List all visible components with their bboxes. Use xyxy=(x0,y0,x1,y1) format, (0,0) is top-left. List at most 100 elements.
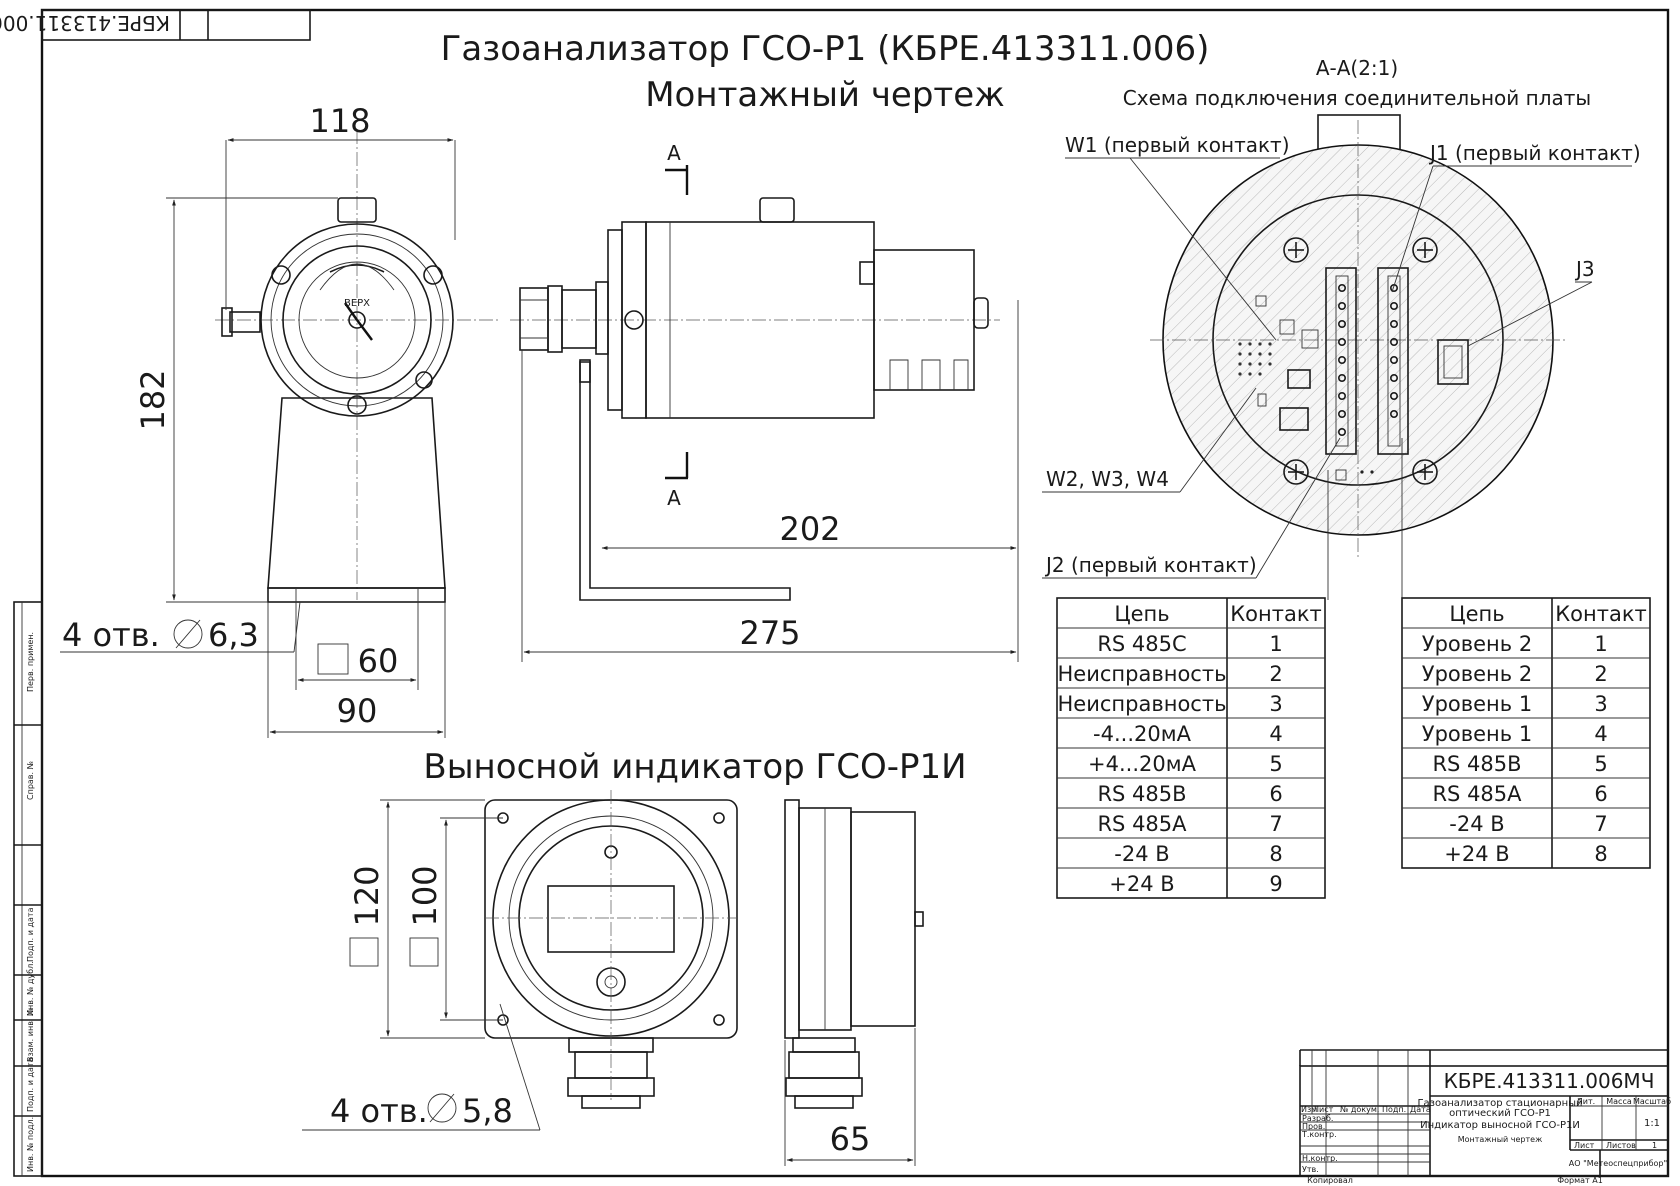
table-right-cell: 3 xyxy=(1594,692,1607,716)
table-right-cell: Уровень 2 xyxy=(1422,632,1532,656)
table-left-cell: -24 В xyxy=(1114,842,1169,866)
cut-letter-bottom: А xyxy=(667,486,681,510)
table-right-cell: 6 xyxy=(1594,782,1607,806)
dim-118: 118 xyxy=(309,102,370,140)
callout-j3: J3 xyxy=(1574,257,1595,281)
side-view: А А xyxy=(510,141,1000,601)
tb-role: Разраб. xyxy=(1302,1114,1333,1123)
table-right-cell: 7 xyxy=(1594,812,1607,836)
tb-sheets-value: 1 xyxy=(1652,1141,1657,1150)
dimensions-main: 118 182 202 275 4 отв. 6,3 60 90 xyxy=(60,102,1019,738)
tb-col-doc: № докум. xyxy=(1340,1105,1379,1114)
tb-scale: Масштаб xyxy=(1633,1097,1671,1106)
tb-col-izm: Изм xyxy=(1301,1105,1317,1114)
side-label: Перв. примен. xyxy=(26,632,35,692)
table-right-cell: -24 В xyxy=(1449,812,1504,836)
title-block: КБРЕ.413311.006МЧ Газоанализатор стацион… xyxy=(1299,1049,1671,1185)
tb-col-sign: Подп. xyxy=(1382,1105,1406,1114)
table-left-cell: Неисправность xyxy=(1058,662,1227,686)
side-label: Взам. инв. № xyxy=(26,1007,35,1062)
table-left-cell: Неисправность xyxy=(1058,692,1227,716)
indicator-title: Выносной индикатор ГСО-Р1И xyxy=(423,747,966,787)
holes-ind-prefix: 4 отв. xyxy=(330,1092,428,1130)
title-block-name-4: Монтажный чертеж xyxy=(1458,1135,1543,1144)
title-block-name-1: Газоанализатор стационарный xyxy=(1417,1098,1582,1109)
table-right-header: Цепь xyxy=(1449,602,1504,626)
tb-col-date: Дата xyxy=(1410,1105,1431,1114)
table-left-cell: 9 xyxy=(1269,872,1282,896)
table-right-cell: 1 xyxy=(1594,632,1607,656)
title-block-name-3: Индикатор выносной ГСО-Р1И xyxy=(1420,1120,1580,1131)
side-strip-labels: Перв. примен. Справ. № Подп. и дата Инв.… xyxy=(26,632,35,1172)
table-right-cell: Уровень 1 xyxy=(1422,692,1532,716)
holes-main-prefix: 4 отв. xyxy=(62,616,160,654)
table-right-cell: 5 xyxy=(1594,752,1607,776)
dim-202: 202 xyxy=(779,510,840,548)
dim-90: 90 xyxy=(337,692,378,730)
table-left-cell: 4 xyxy=(1269,722,1282,746)
callout-j1: J1 (первый контакт) xyxy=(1428,141,1641,165)
side-label: Подп. и дата xyxy=(26,907,35,962)
tb-role: Пров. xyxy=(1302,1122,1325,1131)
connector-pins xyxy=(1338,283,1399,436)
cut-letter-top: А xyxy=(667,141,681,165)
table-left-cell: -4...20мА xyxy=(1093,722,1192,746)
callout-j2: J2 (первый контакт) xyxy=(1044,553,1257,577)
table-left-cell: RS 485B xyxy=(1097,782,1186,806)
table-right-cell: 4 xyxy=(1594,722,1607,746)
sheet-frame xyxy=(13,8,1670,1178)
tb-sheets: Листов xyxy=(1606,1141,1636,1150)
table-right-cell: Уровень 2 xyxy=(1422,662,1532,686)
tb-role: Т.контр. xyxy=(1301,1130,1337,1139)
tb-role: Н.контр. xyxy=(1302,1154,1338,1163)
top-stamp: КБРЕ.413311.006МЧ xyxy=(0,9,311,41)
table-left-cell: RS 485A xyxy=(1097,812,1187,836)
tb-format: Формат А1 xyxy=(1557,1176,1603,1185)
dim-60: 60 xyxy=(358,642,399,680)
table-left-cell: 7 xyxy=(1269,812,1282,836)
screw-icon xyxy=(1283,459,1309,485)
tb-mass: Масса xyxy=(1606,1097,1632,1106)
side-label: Справ. № xyxy=(26,760,35,800)
indicator-side-view xyxy=(784,799,924,1109)
dim-120: 120 xyxy=(348,865,386,926)
table-right-cell: 8 xyxy=(1594,842,1607,866)
tb-col-list: Лист xyxy=(1313,1105,1334,1114)
table-right-cell: Уровень 1 xyxy=(1422,722,1532,746)
table-left-cell: 5 xyxy=(1269,752,1282,776)
screw-icon xyxy=(1412,237,1438,263)
dim-65: 65 xyxy=(830,1120,871,1158)
front-knob-label: ВЕРХ xyxy=(344,298,370,309)
tb-lit: Лит. xyxy=(1577,1097,1595,1106)
table-left-cell: 2 xyxy=(1269,662,1282,686)
callout-w1: W1 (первый контакт) xyxy=(1065,133,1290,157)
dim-182: 182 xyxy=(134,369,172,430)
side-label: Инв. № подл. xyxy=(26,1117,35,1172)
front-view: ВЕРХ xyxy=(215,130,500,603)
table-left-cell: +4...20мА xyxy=(1088,752,1197,776)
via-dots xyxy=(1238,342,1272,376)
table-left-cell: 8 xyxy=(1269,842,1282,866)
table-left-cell: +24 В xyxy=(1109,872,1174,896)
indicator-front-view xyxy=(484,790,738,1109)
tb-sheet: Лист xyxy=(1574,1141,1595,1150)
screw-icon xyxy=(1283,237,1309,263)
title-block-code: КБРЕ.413311.006МЧ xyxy=(1444,1069,1655,1093)
table-left-cell: 6 xyxy=(1269,782,1282,806)
tb-role: Утв. xyxy=(1302,1165,1319,1174)
table-right-cell: RS 485A xyxy=(1432,782,1522,806)
dimensions-indicator: 120 100 4 отв. 5,8 65 xyxy=(302,799,916,1166)
drawing-title: Газоанализатор ГСО-Р1 (КБРЕ.413311.006) xyxy=(441,29,1210,69)
tb-org: АО "Метеоспецприбор" xyxy=(1569,1159,1667,1168)
table-left-header: Контакт xyxy=(1230,602,1322,626)
side-label: Инв. № дубл. xyxy=(26,961,35,1016)
screw-icon xyxy=(1412,459,1438,485)
table-left-cell: RS 485C xyxy=(1097,632,1186,656)
drawing-subtitle: Монтажный чертеж xyxy=(645,75,1005,115)
side-label: Подп. и дата xyxy=(26,1057,35,1112)
table-left-cell: 1 xyxy=(1269,632,1282,656)
top-stamp-code: КБРЕ.413311.006МЧ xyxy=(0,11,170,35)
dim-100: 100 xyxy=(406,865,444,926)
